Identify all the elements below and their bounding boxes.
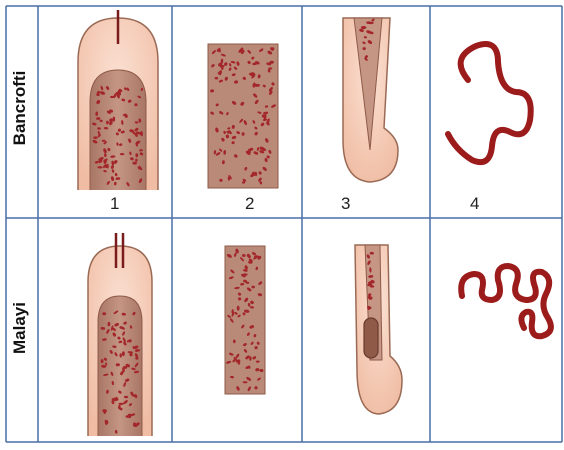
malayi-worm [461,266,551,336]
granule [370,252,374,255]
row-label-bancrofti: Bancrofti [10,68,30,148]
granule [233,340,236,344]
granule [251,286,255,289]
granule [119,403,124,405]
column-label-1: 1 [110,194,119,214]
bancrofti-finger-tip [78,10,158,190]
granule [243,381,248,383]
column-label-4: 4 [470,194,479,214]
granule [120,153,124,155]
malayi-tube [355,245,402,414]
malayi-tissue-block [225,246,265,394]
column-label-3: 3 [341,194,350,214]
bancrofti-tube [343,18,398,182]
bancrofti-worm [448,44,531,162]
column-label-2: 2 [245,194,254,214]
row-label-malayi: Malayi [10,288,30,368]
malayi-finger-tip [88,233,152,436]
bancrofti-tissue-block [208,44,278,188]
granule [102,312,106,315]
